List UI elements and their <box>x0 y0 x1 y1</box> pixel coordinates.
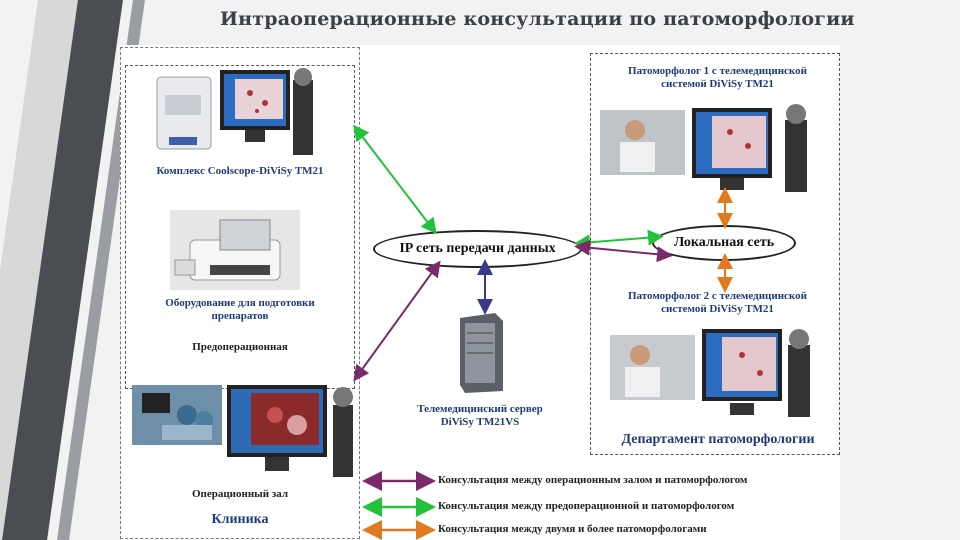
pathologist1-image <box>600 100 830 195</box>
legend-text-preop: Консультация между предоперационной и па… <box>438 500 735 512</box>
pathologist2-image <box>610 325 830 420</box>
complex-label: Комплекс Coolscope-DiViSy TM21 <box>156 165 324 177</box>
ip-local-purple-arrow <box>574 239 673 263</box>
slide-title: Интраоперационные консультации по патомо… <box>220 8 855 30</box>
microtome-image <box>170 210 300 290</box>
clinic-label: Клиника <box>211 512 269 527</box>
legend-text-pathologists: Консультация между двумя и более патомор… <box>438 523 707 535</box>
diagram-canvas: Комплекс Coolscope-DiViSy TM21 Оборудова… <box>120 45 840 540</box>
department-label: Департамент патоморфологии <box>621 432 815 447</box>
ip-network-node: IP сеть передачи данных <box>373 230 582 268</box>
or-ip-arrow <box>353 260 441 382</box>
server-label: Телемедицинский сервер DiViSy TM21VS <box>417 403 543 428</box>
operating-room-image <box>132 385 222 445</box>
or-workstation-image <box>225 385 355 480</box>
pathologist1-label: Патоморфолог 1 с телемедицинской системо… <box>628 65 807 90</box>
ip-local-green-arrow <box>574 229 664 251</box>
connection-arrows <box>353 124 733 540</box>
workstation-monitor-image <box>215 65 315 160</box>
equipment-label: Оборудование для подготовки препаратов <box>165 297 315 322</box>
server-image <box>455 313 505 393</box>
legend-text-or: Консультация между операционным залом и … <box>438 474 748 486</box>
preop-label: Предоперационная <box>192 341 288 353</box>
coolscope-device-image <box>155 75 215 155</box>
or-label: Операционный зал <box>191 488 289 500</box>
pathologist2-label: Патоморфолог 2 с телемедицинской системо… <box>628 290 807 315</box>
preop-ip-arrow <box>353 124 437 235</box>
